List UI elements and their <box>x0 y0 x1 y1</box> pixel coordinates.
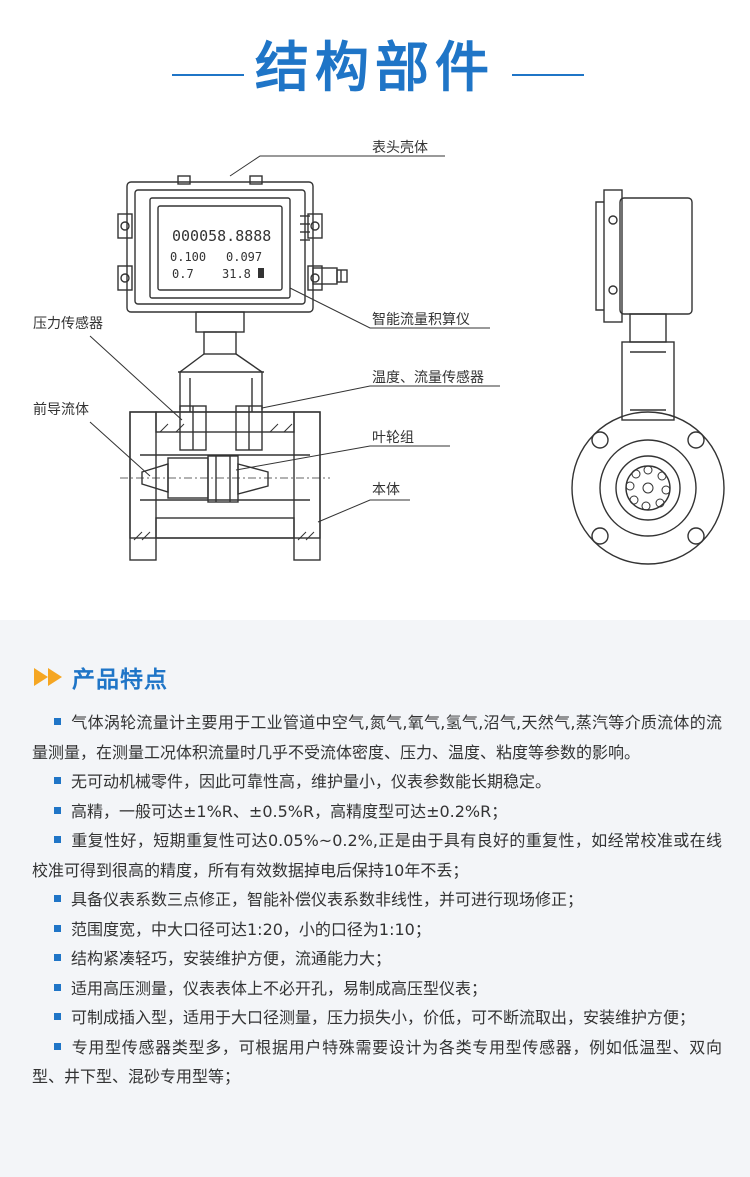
header-left-rule <box>172 74 244 76</box>
battery-icon <box>258 268 264 278</box>
lcd-line-1: 000058.8888 <box>172 227 271 245</box>
list-item: 可制成插入型，适用于大口径测量，压力损失小，价低，可不断流取出，安装维护方便； <box>32 1003 722 1033</box>
list-item: 适用高压测量，仪表表体上不必开孔，易制成高压型仪表； <box>32 974 722 1004</box>
label-body: 本体 <box>372 482 400 498</box>
list-item: 无可动机械零件，因此可靠性高，维护量小，仪表参数能长期稳定。 <box>32 767 722 797</box>
lcd-line-2-left: 0.100 <box>170 250 206 264</box>
feature-text: 无可动机械零件，因此可靠性高，维护量小，仪表参数能长期稳定。 <box>32 772 551 791</box>
lcd-display: 000058.8888 0.100 0.097 0.7 31.8 <box>170 227 271 281</box>
features-title: 产品特点 <box>72 667 168 693</box>
label-computer: 智能流量积算仪 <box>372 312 470 328</box>
feature-text: 具备仪表系数三点修正，智能补偿仪表系数非线性，并可进行现场修正； <box>32 890 583 909</box>
flowmeter-drawing: 000058.8888 0.100 0.097 0.7 31.8 <box>89 155 725 565</box>
list-item: 重复性好，短期重复性可达0.05%~0.2%,正是由于具有良好的重复性，如经常校… <box>32 826 722 885</box>
label-temp-flow-sensor: 温度、流量传感器 <box>372 370 484 386</box>
feature-text: 专用型传感器类型多，可根据用户特殊需要设计为各类专用型传感器，例如低温型、双向型… <box>32 1037 722 1087</box>
list-item: 范围度宽，中大口径可达1:20，小的口径为1:10； <box>32 915 722 945</box>
list-item: 高精，一般可达±1%R、±0.5%R，高精度型可达±0.2%R； <box>32 797 722 827</box>
lcd-line-3-left: 0.7 <box>172 267 194 281</box>
list-item: 结构紧凑轻巧，安装维护方便，流通能力大； <box>32 944 722 974</box>
side-view-drawing <box>571 189 725 565</box>
feature-text: 结构紧凑轻巧，安装维护方便，流通能力大； <box>32 949 391 968</box>
label-impeller: 叶轮组 <box>372 430 414 446</box>
head-housing-drawing <box>117 175 348 313</box>
label-front-guide: 前导流体 <box>33 402 89 418</box>
meter-body-drawing <box>120 405 330 561</box>
features-heading: 产品特点 <box>32 662 168 693</box>
list-item: 具备仪表系数三点修正，智能补偿仪表系数非线性，并可进行现场修正； <box>32 885 722 915</box>
feature-text: 适用高压测量，仪表表体上不必开孔，易制成高压型仪表； <box>32 979 487 998</box>
feature-text: 气体涡轮流量计主要用于工业管道中空气,氮气,氧气,氢气,沼气,天然气,蒸汽等介质… <box>32 713 722 762</box>
leader-lines <box>89 155 500 523</box>
feature-text: 重复性好，短期重复性可达0.05%~0.2%,正是由于具有良好的重复性，如经常校… <box>32 831 722 880</box>
feature-text: 高精，一般可达±1%R、±0.5%R，高精度型可达±0.2%R； <box>32 802 507 821</box>
page-title: 结构部件 <box>255 36 495 99</box>
lcd-line-2-right: 0.097 <box>226 250 262 264</box>
structure-diagram: 000058.8888 0.100 0.097 0.7 31.8 <box>0 120 750 600</box>
list-item: 专用型传感器类型多，可根据用户特殊需要设计为各类专用型传感器，例如低温型、双向型… <box>32 1033 722 1092</box>
label-housing: 表头壳体 <box>372 140 428 156</box>
features-panel: 产品特点 气体涡轮流量计主要用于工业管道中空气,氮气,氧气,氢气,沼气,天然气,… <box>0 620 750 1177</box>
feature-text: 范围度宽，中大口径可达1:20，小的口径为1:10； <box>32 920 431 939</box>
list-item: 气体涡轮流量计主要用于工业管道中空气,氮气,氧气,氢气,沼气,天然气,蒸汽等介质… <box>32 708 722 767</box>
label-pressure-sensor: 压力传感器 <box>33 316 103 332</box>
neck-drawing <box>178 311 264 412</box>
feature-list: 气体涡轮流量计主要用于工业管道中空气,氮气,氧气,氢气,沼气,天然气,蒸汽等介质… <box>32 708 722 1092</box>
section-header: 结构部件 <box>0 30 750 110</box>
feature-text: 可制成插入型，适用于大口径测量，压力损失小，价低，可不断流取出，安装维护方便； <box>32 1008 695 1027</box>
double-arrow-right-icon <box>34 668 62 686</box>
header-right-rule <box>512 74 584 76</box>
lcd-line-3-right: 31.8 <box>222 267 251 281</box>
